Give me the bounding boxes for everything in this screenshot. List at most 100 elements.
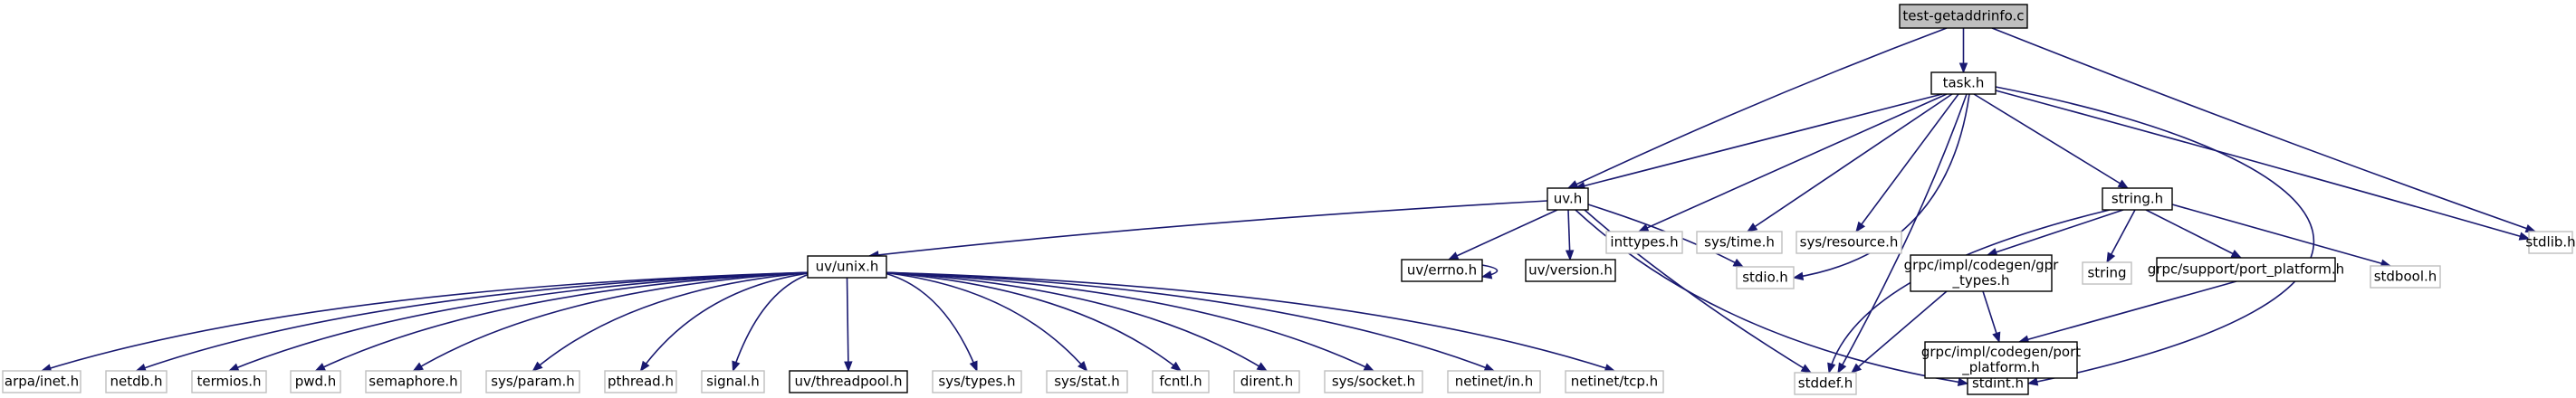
node-label: sys/time.h [1704,234,1775,251]
node-string[interactable]: string.h [2102,187,2173,211]
node-label: sys/resource.h [1800,234,1899,251]
edge-line [846,277,849,372]
edge-task-to-sysresource [1855,93,1959,233]
node-box [1233,370,1300,393]
node-fcntl: fcntl.h [1152,370,1210,393]
node-box [1796,231,1902,254]
edge-uv-to-uvversion [1565,209,1575,261]
node-label: signal.h [706,374,760,390]
node-root[interactable]: test-getaddrinfo.c [1899,4,2028,29]
edge-arrowhead [1732,258,1745,268]
node-box [1447,370,1541,393]
node-netinettcp: netinet/tcp.h [1565,370,1664,393]
edge-arrowhead [844,361,853,373]
node-netdb: netdb.h [105,370,168,393]
node-box [789,370,908,393]
edge-arrowhead [1077,360,1088,373]
edge-arrowhead [1256,362,1269,372]
node-box [1696,231,1783,254]
edge-uvunix-to-signal [732,271,816,373]
edge-arrowhead [1170,361,1183,372]
node-label: _platform.h [1961,359,2040,376]
node-uvversion[interactable]: uv/version.h [1525,259,1616,282]
edge-line [880,271,1088,372]
edge-root-to-stdlib [1991,27,2537,232]
node-stringlib: string [2082,261,2132,285]
edge-uv-to-uvunix [867,200,1548,260]
node-box [701,370,765,393]
node-task[interactable]: task.h [1930,71,1997,95]
node-threadpool[interactable]: uv/threadpool.h [789,370,908,393]
node-uvunix[interactable]: uv/unix.h [807,255,887,279]
node-box [1736,266,1795,289]
edge-line [880,271,1268,372]
edges-layer [40,27,2537,387]
node-box [1547,187,1589,211]
node-label: sys/socket.h [1332,374,1415,390]
edge-line [1851,290,1948,374]
node-signal: signal.h [701,370,765,393]
edge-line [228,271,816,372]
edge-uvunix-to-semaphore [412,271,816,372]
node-box [1924,341,2078,379]
edge-task-to-stdio [1792,93,1970,281]
node-semaphore: semaphore.h [365,370,462,393]
node-uv[interactable]: uv.h [1547,187,1589,211]
edge-arrowhead [1637,223,1650,232]
edge-arrowhead [2026,377,2039,386]
nodes-layer: test-getaddrinfo.ctask.huv.hstdlib.hintt… [2,4,2576,395]
edge-uvunix-to-dirent [880,271,1269,372]
edge-uvunix-to-sysparam [531,271,816,372]
edge-string-to-gprtypes [1986,209,2124,257]
edge-uvunix-to-netinettcp [880,271,1616,373]
edge-uvunix-to-sysstat [880,271,1088,373]
node-box [807,255,887,279]
edge-uverrno-to-uverrno [1480,264,1499,280]
node-uverrno[interactable]: uv/errno.h [1401,259,1483,282]
node-label: sys/param.h [491,374,575,390]
edge-line [639,271,816,372]
node-pwd: pwd.h [290,370,341,393]
node-codegenport[interactable]: grpc/impl/codegen/port_platform.h [1921,341,2081,379]
node-box [2370,265,2441,289]
node-label: uv/unix.h [816,259,879,275]
node-box [1525,259,1616,282]
node-portplatform[interactable]: grpc/support/port_platform.h [2148,257,2344,282]
edge-arrowhead [1800,364,1813,374]
node-box [290,370,341,393]
edge-line [880,271,978,372]
edge-line [880,271,1374,372]
node-label: stddef.h [1798,375,1853,392]
node-gprtypes[interactable]: grpc/impl/codegen/gpr_types.h [1904,254,2060,292]
node-box [1794,372,1857,395]
node-termios: termios.h [191,370,267,393]
node-pthread: pthread.h [604,370,677,393]
edge-line [1987,209,2124,256]
node-label: test-getaddrinfo.c [1902,8,2024,24]
node-box [1046,370,1128,393]
edge-arrowhead [1565,250,1575,261]
node-box [1401,259,1483,282]
node-arpainet: arpa/inet.h [2,370,81,393]
edge-line [413,271,816,372]
edge-line [2018,280,2237,343]
edge-arrowhead [314,363,327,372]
node-label: uv/version.h [1528,262,1613,279]
node-systypes: sys/types.h [932,370,1022,393]
node-label: stdlib.h [2525,234,2575,251]
edge-gprtypes-to-codegenport [1982,290,2001,344]
edge-task-to-systime [1746,93,1953,232]
edge-line [41,271,816,372]
edge-line [531,271,816,372]
edge-uvunix-to-systypes [880,271,978,373]
node-box [1324,370,1423,393]
edge-uv-to-uverrno [1447,209,1558,261]
edge-arrowhead [1447,251,1460,261]
node-label: stdint.h [1972,375,2024,392]
node-label: grpc/support/port_platform.h [2148,261,2344,279]
edge-string-to-stdbool [2171,204,2392,268]
node-box [1605,231,1683,254]
edge-string-to-portplatform [2145,209,2243,259]
edge-line [1991,27,2536,232]
node-box [604,370,677,393]
